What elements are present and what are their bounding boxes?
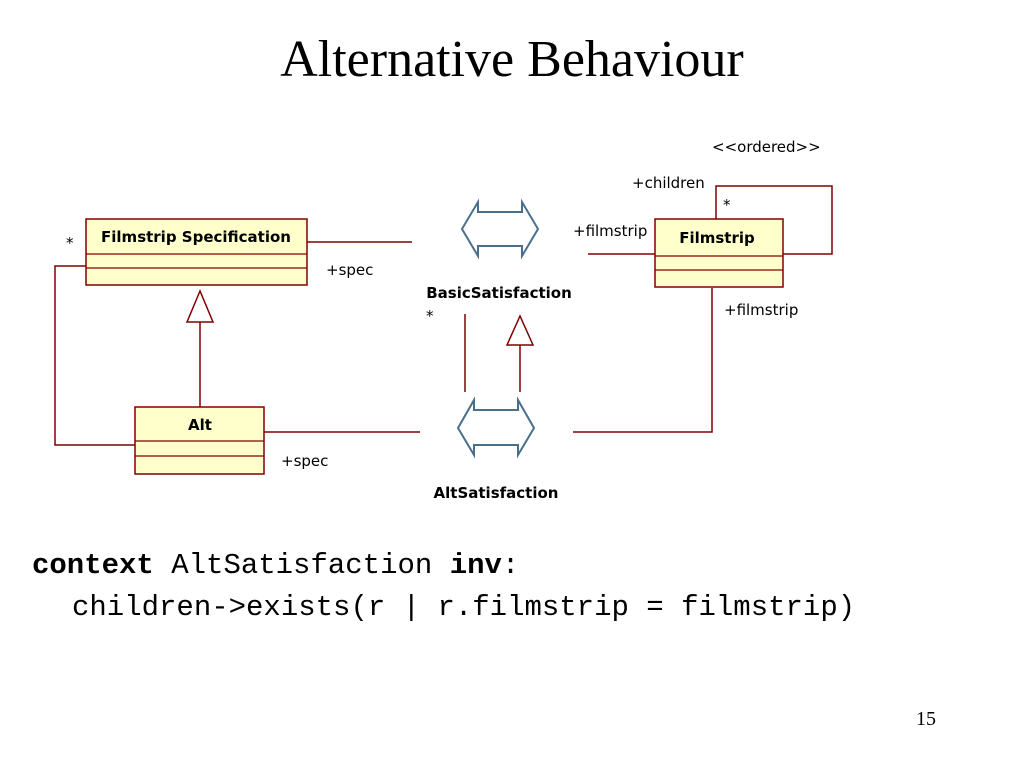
ocl-context-name: AltSatisfaction (171, 549, 433, 582)
ocl-keyword-inv: inv (449, 549, 502, 582)
children-multiplicity-label: * (723, 196, 731, 214)
ocl-line-1: context AltSatisfaction inv: (32, 545, 855, 587)
spec-role-label-bottom: +spec (281, 452, 328, 470)
page-number: 15 (916, 708, 936, 730)
class-filmstrip: Filmstrip (654, 218, 784, 288)
filmstrip-role-label-bottom: +filmstrip (724, 301, 798, 319)
ocl-constraint: context AltSatisfaction inv: children->ex… (32, 545, 855, 629)
class-name-alt: Alt (188, 416, 212, 434)
association-class-name-basic-satisfaction: BasicSatisfaction (426, 284, 572, 302)
spec-multiplicity-label: * (66, 234, 74, 252)
ordered-constraint-label: <<ordered>> (712, 138, 821, 156)
class-filmstrip-specification: Filmstrip Specification (85, 218, 308, 286)
class-name-filmstrip-specification: Filmstrip Specification (101, 228, 291, 246)
class-alt: Alt (134, 406, 265, 475)
ocl-keyword-context: context (32, 549, 154, 582)
basic-satisfaction-multiplicity-label: * (426, 307, 434, 325)
children-role-label: +children (632, 174, 705, 192)
association-lines (54, 185, 833, 446)
generalization-arrow-altsatisfaction (505, 314, 535, 346)
class-name-filmstrip: Filmstrip (679, 229, 755, 247)
slide-title: Alternative Behaviour (280, 31, 744, 88)
ocl-colon: : (501, 549, 520, 582)
association-symbol-basic-satisfaction (460, 198, 540, 260)
association-class-name-alt-satisfaction: AltSatisfaction (434, 484, 559, 502)
ocl-expression: children->exists(r | r.filmstrip = films… (72, 591, 856, 624)
generalization-arrow-alt (185, 289, 215, 323)
uml-class-diagram: Filmstrip Specification Alt Filmstrip Ba… (54, 138, 833, 502)
filmstrip-role-label-top: +filmstrip (573, 222, 647, 240)
spec-role-label-top: +spec (326, 261, 373, 279)
association-symbol-alt-satisfaction (456, 396, 536, 459)
